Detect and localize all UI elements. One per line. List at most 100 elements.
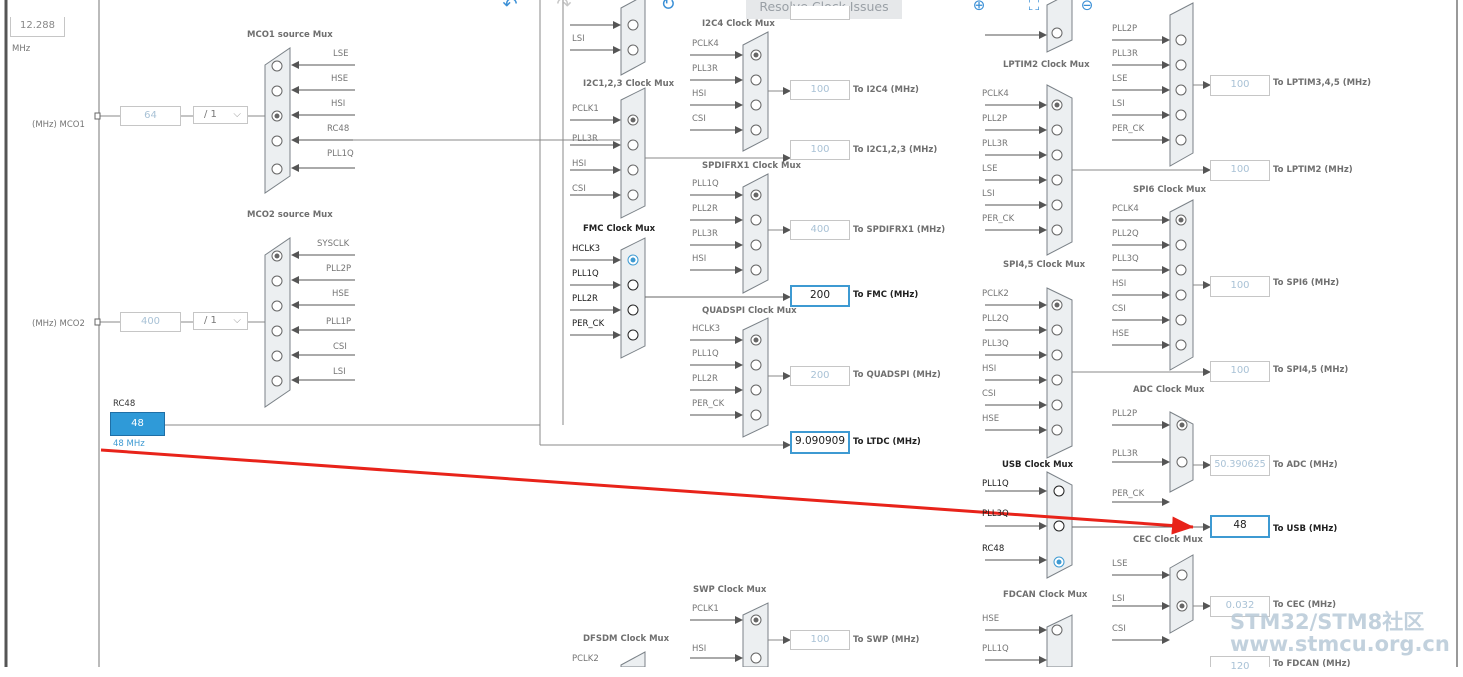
spdif-input-pll1q: PLL1Q xyxy=(692,179,719,189)
usb-freq-field[interactable]: 48 xyxy=(1210,515,1270,538)
col3-top-freq-field[interactable] xyxy=(790,6,850,20)
spi45-input-pll2q: PLL2Q xyxy=(982,314,1009,324)
quadspi-output-label: To QUADSPI (MHz) xyxy=(853,370,941,380)
i2c4-mux-title: I2C4 Clock Mux xyxy=(702,19,775,29)
spi6-input-pclk4: PCLK4 xyxy=(1112,204,1139,214)
cec-freq-field[interactable]: 0.032 xyxy=(1210,596,1270,617)
spdifrx1-mux-title: SPDIFRX1 Clock Mux xyxy=(702,161,801,171)
watermark-line1: STM32/STM8社区 xyxy=(1230,610,1425,634)
undo-icon[interactable]: ↶ xyxy=(502,0,518,15)
fdcan-output-label: To FDCAN (MHz) xyxy=(1273,659,1351,669)
i2c123-freq-field[interactable]: 100 xyxy=(790,140,850,160)
qspi-input-per-ck: PER_CK xyxy=(692,399,725,409)
swp-input-pclk1: PCLK1 xyxy=(692,604,719,614)
i2c4-input-csi: CSI xyxy=(692,114,706,124)
spi45-freq-field[interactable]: 100 xyxy=(1210,361,1270,382)
swp-output-label: To SWP (MHz) xyxy=(853,635,920,645)
mco2-input-pll1p: PLL1P xyxy=(326,317,352,327)
usb-mux-title: USB Clock Mux xyxy=(1002,460,1074,470)
lptim345-input-lse: LSE xyxy=(1112,74,1128,84)
lptim2-freq-field[interactable]: 100 xyxy=(1210,160,1270,181)
lptim345-output-label: To LPTIM3,4,5 (MHz) xyxy=(1273,78,1371,88)
mco2-mux-title: MCO2 source Mux xyxy=(247,210,333,220)
annotation-arrow xyxy=(100,448,1194,535)
dfsdm-mux-title: DFSDM Clock Mux xyxy=(583,634,670,644)
adc-mux-title: ADC Clock Mux xyxy=(1133,385,1205,395)
spi45-input-pclk2: PCLK2 xyxy=(982,289,1009,299)
rc48-freq-label: 48 MHz xyxy=(113,439,145,449)
spi6-input-hsi: HSI xyxy=(1112,279,1127,289)
mco1-input-hsi: HSI xyxy=(331,99,346,109)
cec-input-csi: CSI xyxy=(1112,624,1126,634)
quadspi-freq-field[interactable]: 200 xyxy=(790,366,850,386)
refresh-icon[interactable]: ↻ xyxy=(660,0,676,15)
lptim345-input-per-ck: PER_CK xyxy=(1112,124,1145,134)
mco1-freq-field[interactable]: 64 xyxy=(120,106,181,126)
cec-output-label: To CEC (MHz) xyxy=(1273,600,1336,610)
i2c123-input-csi: CSI xyxy=(572,184,586,194)
lptim2-input-pll2p: PLL2P xyxy=(982,114,1008,124)
spi6-output-label: To SPI6 (MHz) xyxy=(1273,278,1340,288)
lptim2-input-lse: LSE xyxy=(982,164,998,174)
fmc-output-label: To FMC (MHz) xyxy=(853,290,919,300)
i2c123-input-pclk1: PCLK1 xyxy=(572,104,599,114)
fdcan-input-hse: HSE xyxy=(982,614,1000,624)
fmc-freq-field[interactable]: 200 xyxy=(790,285,850,307)
col2-top-input-lsi: LSI xyxy=(572,34,585,44)
top-left-freq-box[interactable]: 12.288 xyxy=(10,17,65,37)
chevron-down-icon: ⌵ xyxy=(233,315,241,326)
spdif-input-pll3r: PLL3R xyxy=(692,229,718,239)
lptim345-input-lsi: LSI xyxy=(1112,99,1125,109)
fmc-mux-title: FMC Clock Mux xyxy=(583,224,656,234)
i2c4-output-label: To I2C4 (MHz) xyxy=(853,85,919,95)
swp-freq-field[interactable]: 100 xyxy=(790,630,850,650)
spi6-input-pll3q: PLL3Q xyxy=(1112,254,1139,264)
lptim2-mux-title: LPTIM2 Clock Mux xyxy=(1003,60,1090,70)
lptim345-input-pll2p: PLL2P xyxy=(1112,24,1138,34)
spi6-input-hse: HSE xyxy=(1112,329,1130,339)
i2c4-freq-field[interactable]: 100 xyxy=(790,80,850,100)
i2c123-input-hsi: HSI xyxy=(572,159,587,169)
spi6-freq-field[interactable]: 100 xyxy=(1210,276,1270,297)
mco2-input-csi: CSI xyxy=(333,342,347,352)
mco2-divider-select[interactable]: / 1⌵ xyxy=(193,312,248,330)
mco2-freq-field[interactable]: 400 xyxy=(120,312,181,332)
i2c4-input-pclk4: PCLK4 xyxy=(692,39,719,49)
spi45-input-hse: HSE xyxy=(982,414,1000,424)
ltdc-output-label: To LTDC (MHz) xyxy=(853,437,921,447)
usb-input-pll1q: PLL1Q xyxy=(982,479,1009,489)
zoom-out-icon[interactable]: ⊖ xyxy=(1080,0,1094,14)
mco2-input-sysclk: SYSCLK xyxy=(317,239,350,249)
mco1-input-lse: LSE xyxy=(333,49,349,59)
cec-mux-title: CEC Clock Mux xyxy=(1133,535,1203,545)
rc48-oscillator-box[interactable]: 48 xyxy=(110,412,165,436)
mco2-input-hse: HSE xyxy=(332,289,350,299)
spi45-input-pll3q: PLL3Q xyxy=(982,339,1009,349)
mco2-output-label: (MHz) MCO2 xyxy=(32,319,85,329)
spdif-input-pll2r: PLL2R xyxy=(692,204,718,214)
mco2-mux-shape xyxy=(264,237,291,408)
lptim2-input-per-ck: PER_CK xyxy=(982,214,1015,224)
mco1-divider-select[interactable]: / 1⌵ xyxy=(193,106,248,124)
adc-input-pll3r: PLL3R xyxy=(1112,449,1138,459)
fdcan-freq-field[interactable]: 120 xyxy=(1210,656,1270,672)
ltdc-freq-field[interactable]: 9.090909 xyxy=(790,431,850,454)
zoom-in-icon[interactable]: ⊕ xyxy=(972,0,986,14)
usb-output-label: To USB (MHz) xyxy=(1273,524,1338,534)
mco1-mux-title: MCO1 source Mux xyxy=(247,30,333,40)
spdifrx1-output-label: To SPDIFRX1 (MHz) xyxy=(853,225,946,235)
fit-screen-icon[interactable]: ⛶ xyxy=(1028,0,1040,14)
spdifrx1-freq-field[interactable]: 400 xyxy=(790,220,850,240)
lptim345-input-pll3r: PLL3R xyxy=(1112,49,1138,59)
mhz-label: MHz xyxy=(12,44,31,54)
mco1-input-hse: HSE xyxy=(331,74,349,84)
mco2-input-lsi: LSI xyxy=(333,367,346,377)
redo-icon[interactable]: ↷ xyxy=(556,0,572,15)
spdif-input-hsi: HSI xyxy=(692,254,707,264)
swp-mux-title: SWP Clock Mux xyxy=(693,585,767,595)
lptim2-input-pll3r: PLL3R xyxy=(982,139,1008,149)
adc-freq-field[interactable]: 50.390625 xyxy=(1210,455,1270,476)
mco1-input-rc48: RC48 xyxy=(327,124,350,134)
swp-input-hsi: HSI xyxy=(692,644,707,654)
lptim345-freq-field[interactable]: 100 xyxy=(1210,75,1270,96)
